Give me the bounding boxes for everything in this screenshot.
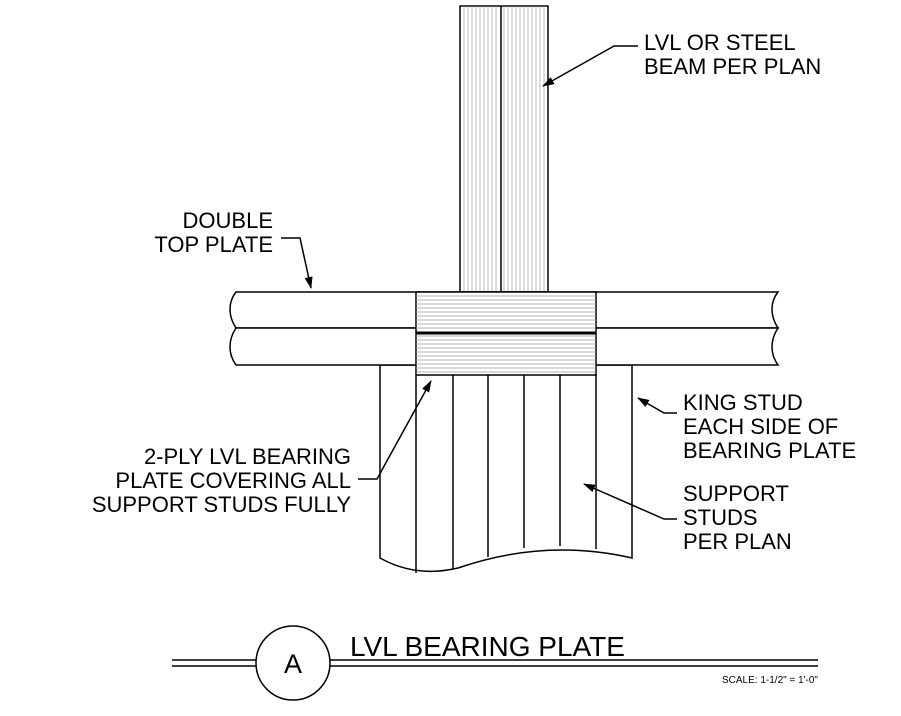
stud-pack-outline bbox=[379, 364, 633, 573]
top-plate-label-line2: TOP PLATE bbox=[154, 232, 273, 257]
support-studs-label-line2: STUDS bbox=[683, 505, 758, 530]
support-studs bbox=[379, 364, 633, 573]
bearing-plate-grain-hatch bbox=[416, 295, 596, 373]
beam-label: LVL OR STEEL BEAM PER PLAN bbox=[644, 30, 821, 79]
detail-title: LVL BEARING PLATE bbox=[350, 631, 625, 662]
top-plate-label: DOUBLE TOP PLATE bbox=[154, 208, 273, 257]
support-studs-label: SUPPORT STUDS PER PLAN bbox=[683, 481, 792, 554]
king-stud-label-line3: BEARING PLATE bbox=[683, 438, 856, 463]
king-stud-leader bbox=[637, 397, 677, 414]
lvl-bearing-plate bbox=[415, 291, 597, 376]
support-studs-label-line3: PER PLAN bbox=[683, 529, 792, 554]
beam-label-line2: BEAM PER PLAN bbox=[644, 54, 821, 79]
detail-tag-circle bbox=[255, 625, 331, 701]
king-stud-label: KING STUD EACH SIDE OF BEARING PLATE bbox=[683, 390, 856, 463]
scale-note: SCALE: 1-1/2" = 1'-0" bbox=[722, 675, 818, 686]
top-plate-leader bbox=[281, 237, 313, 289]
top-plate-label-line1: DOUBLE bbox=[183, 208, 273, 233]
bearing-plate-label-line2: PLATE COVERING ALL bbox=[115, 468, 351, 493]
bearing-plate-label: 2-PLY LVL BEARING PLATE COVERING ALL SUP… bbox=[92, 444, 352, 517]
detail-tag-letter: A bbox=[284, 649, 302, 679]
bearing-plate-label-line3: SUPPORT STUDS FULLY bbox=[92, 492, 352, 517]
king-stud-label-line2: EACH SIDE OF bbox=[683, 414, 838, 439]
beam-label-line1: LVL OR STEEL bbox=[644, 30, 796, 55]
beam-leader bbox=[542, 45, 638, 87]
support-studs-label-line1: SUPPORT bbox=[683, 481, 789, 506]
beam bbox=[459, 5, 549, 293]
bearing-plate-label-line1: 2-PLY LVL BEARING bbox=[144, 444, 351, 469]
beam-grain-hatch bbox=[463, 6, 545, 292]
title-block: A LVL BEARING PLATE SCALE: 1-1/2" = 1'-0… bbox=[172, 625, 818, 701]
bearing-plate-leader bbox=[358, 380, 432, 480]
king-stud-label-line1: KING STUD bbox=[683, 390, 803, 415]
support-studs-leader bbox=[583, 483, 677, 520]
leaders bbox=[281, 45, 677, 520]
